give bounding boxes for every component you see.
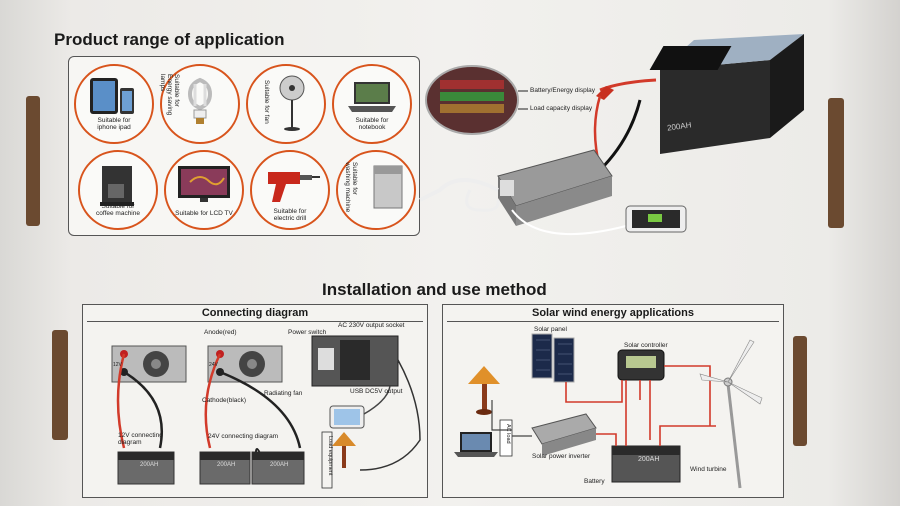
24v-diagram-label: 24V connecting diagram: [208, 433, 279, 440]
tablet-phone-icon: [90, 78, 134, 114]
solar-controller-label: Solar controller: [624, 342, 668, 349]
electric-drill-icon: [268, 172, 320, 202]
box-flap-left-bottom: [52, 330, 68, 440]
app-label: Suitable for electric drill: [273, 208, 307, 222]
app-label: Suitable for iphone ipad: [97, 117, 131, 131]
battery-label-3: 200AH: [270, 462, 289, 468]
24v-mark: 24V: [209, 362, 218, 368]
box-flap-left-top: [26, 96, 40, 226]
app-label: Suitable for coffee machine: [96, 203, 140, 217]
coffee-machine-icon: [100, 166, 134, 206]
app-fan: Suitable for fan: [246, 64, 326, 144]
title-rule: [87, 321, 423, 322]
fan-label: Radiating fan: [264, 390, 303, 397]
lcd-tv-icon: [178, 166, 230, 202]
12v-diagram-label: 12V connecting diagram: [118, 432, 163, 446]
cfl-bulb-icon: [187, 77, 213, 124]
anode-label: Anode(red): [204, 329, 237, 336]
box-flap-right-top: [828, 98, 844, 228]
app-iphone-ipad: Suitable for iphone ipad: [74, 64, 154, 144]
laptop-icon: [348, 82, 396, 112]
app-washing-machine: Suitable for washing machine: [336, 150, 416, 230]
12v-mark: 12V: [113, 362, 122, 368]
battery-label-2: 200AH: [217, 462, 236, 468]
app-electric-drill: Suitable for electric drill: [250, 150, 330, 230]
inverter-label: Solar power inverter: [532, 453, 591, 460]
solar-panel-label: Solar panel: [534, 326, 567, 333]
connecting-diagram-title: Connecting diagram: [201, 307, 309, 319]
ac-socket-label: AC 230V output socket: [338, 322, 405, 329]
battery-label: Battery: [584, 478, 605, 485]
product-range-heading: Product range of application: [54, 30, 285, 49]
app-energy-lamp: Suitable for Energy saving lamps: [159, 64, 240, 144]
ac-load-label: AC load: [505, 424, 511, 444]
cathode-label: Cathode(black): [202, 397, 247, 404]
power-switch-label: Power switch: [288, 329, 327, 336]
washing-machine-icon: [373, 165, 403, 209]
solar-battery-capacity: 200AH: [638, 456, 660, 463]
load-display-label: Load capacity display: [530, 105, 593, 112]
solar-wind-panel: Solar wind energy applications: [442, 304, 784, 498]
box-flap-right-bottom: [793, 336, 807, 446]
app-lcd-tv: Suitable for LCD TV: [164, 150, 244, 230]
battery-label-1: 200AH: [140, 462, 159, 468]
usb-output-label: USB DC5V output: [350, 388, 403, 395]
app-notebook: Suitable for notebook: [332, 64, 412, 144]
standing-fan-icon: [279, 75, 305, 131]
app-coffee-machine: Suitable for coffee machine: [78, 150, 158, 230]
wind-turbine-label: Wind turbine: [690, 466, 727, 473]
battery-display-label: Battery/Energy display: [530, 87, 596, 94]
install-method-heading: Installation and use method: [322, 280, 547, 299]
solar-wind-title: Solar wind energy applications: [532, 307, 694, 319]
app-label: Suitable for notebook: [355, 117, 389, 131]
title-rule: [447, 321, 779, 322]
app-label: Suitable for LCD TV: [175, 210, 233, 217]
